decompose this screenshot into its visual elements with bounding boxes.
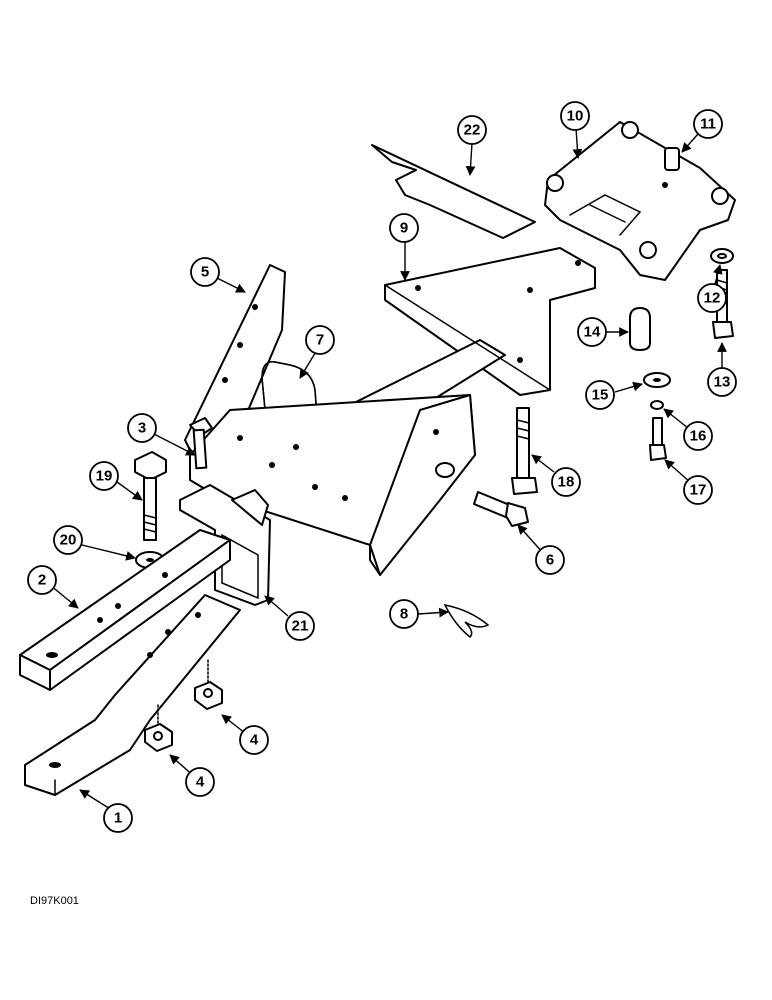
callout-7: 7: [305, 325, 335, 355]
part-4-nut-a: [194, 681, 223, 710]
callout-6: 6: [535, 545, 565, 575]
callout-10: 10: [560, 101, 590, 131]
svg-text:1: 1: [114, 810, 122, 827]
part-15-washer: [643, 372, 671, 388]
part-16-lock-washer: [650, 400, 664, 410]
callout-9: 9: [389, 213, 419, 243]
callout-14: 14: [577, 317, 607, 347]
svg-text:6: 6: [546, 552, 554, 569]
part-6-bolt: [473, 491, 529, 527]
svg-text:2: 2: [38, 572, 46, 589]
svg-text:8: 8: [400, 606, 408, 623]
part-12-washer: [710, 248, 734, 264]
callout-20: 20: [53, 525, 83, 555]
part-4-nut-b: [144, 723, 173, 752]
callout-21: 21: [285, 611, 315, 641]
callout-16: 16: [683, 421, 713, 451]
callout-22: 22: [457, 115, 487, 145]
svg-text:18: 18: [558, 474, 575, 491]
svg-text:12: 12: [704, 290, 721, 307]
svg-text:21: 21: [292, 618, 309, 635]
part-1-offset-bar: [24, 594, 241, 796]
reference-code: DI97K001: [30, 895, 79, 907]
part-22-shim: [371, 144, 536, 239]
svg-text:5: 5: [201, 264, 209, 281]
part-18-bolt: [511, 407, 538, 495]
part-14-pin: [629, 307, 651, 351]
callout-12: 12: [697, 283, 727, 313]
svg-text:11: 11: [700, 116, 716, 133]
part-7-u-bolt: [261, 361, 321, 456]
svg-text:17: 17: [690, 482, 707, 499]
svg-text:13: 13: [714, 374, 731, 391]
svg-text:4: 4: [250, 732, 259, 749]
callout-4b: 4: [185, 767, 215, 797]
callout-1: 1: [103, 803, 133, 833]
svg-text:15: 15: [592, 387, 609, 404]
svg-text:7: 7: [316, 332, 324, 349]
part-19-bolt: [134, 451, 167, 541]
callout-11: 11: [693, 109, 723, 139]
svg-text:9: 9: [400, 220, 408, 237]
callout-18: 18: [551, 467, 581, 497]
callout-17: 17: [683, 475, 713, 505]
svg-text:4: 4: [196, 774, 205, 791]
callout-3: 3: [127, 413, 157, 443]
callout-8: 8: [389, 599, 419, 629]
callout-15: 15: [585, 380, 615, 410]
svg-text:20: 20: [60, 532, 77, 549]
leader-lines: [49, 127, 727, 813]
callout-5: 5: [190, 257, 220, 287]
svg-text:10: 10: [567, 108, 584, 125]
svg-text:14: 14: [584, 324, 601, 341]
part-10-housing: [544, 121, 736, 281]
part-17-cap-screw: [649, 417, 667, 461]
callout-13: 13: [707, 367, 737, 397]
callout-4a: 4: [239, 725, 269, 755]
part-8-clip-pin: [443, 603, 490, 639]
part-2-flat-bar: [19, 529, 231, 691]
callout-19: 19: [89, 461, 119, 491]
svg-text:22: 22: [464, 122, 481, 139]
main-bracket: [189, 394, 476, 576]
svg-text:16: 16: [690, 428, 707, 445]
callout-2: 2: [27, 565, 57, 595]
svg-text:19: 19: [96, 468, 113, 485]
svg-text:3: 3: [138, 420, 146, 437]
